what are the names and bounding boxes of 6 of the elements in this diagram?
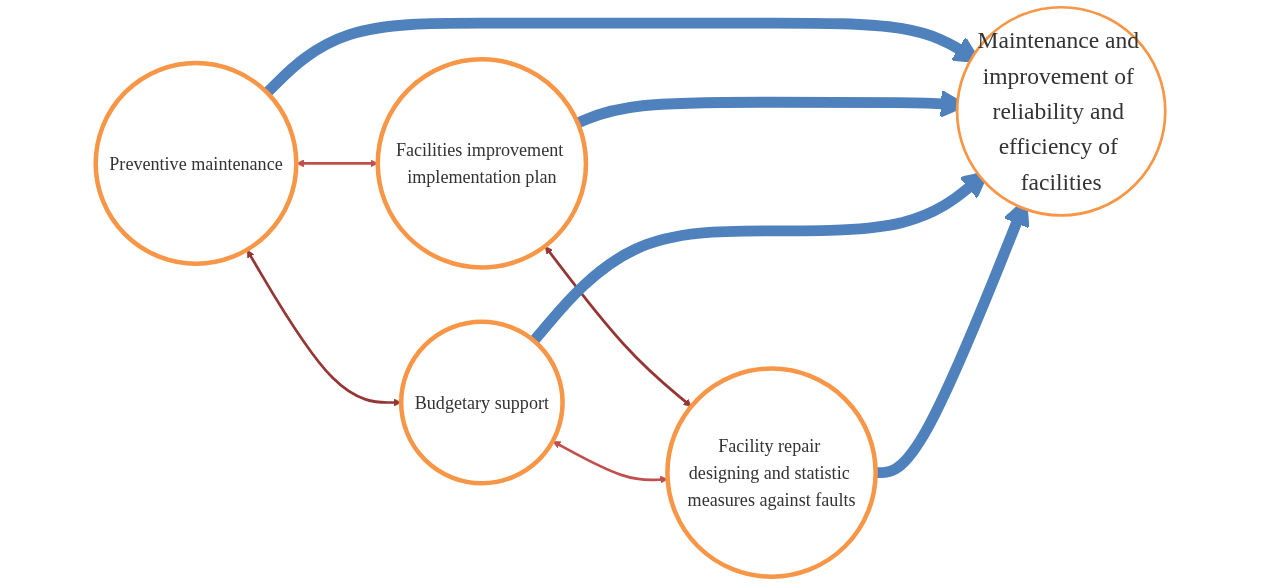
node-circle: Facility repair designing and statistic measures against faults [665, 366, 878, 580]
node-circle: Facilities improvement implementation plan [375, 57, 589, 270]
node-circle: Preventive maintenance [93, 60, 299, 266]
node-circle: Budgetary support [398, 319, 565, 486]
arrow [544, 246, 692, 407]
arrow [552, 441, 668, 484]
